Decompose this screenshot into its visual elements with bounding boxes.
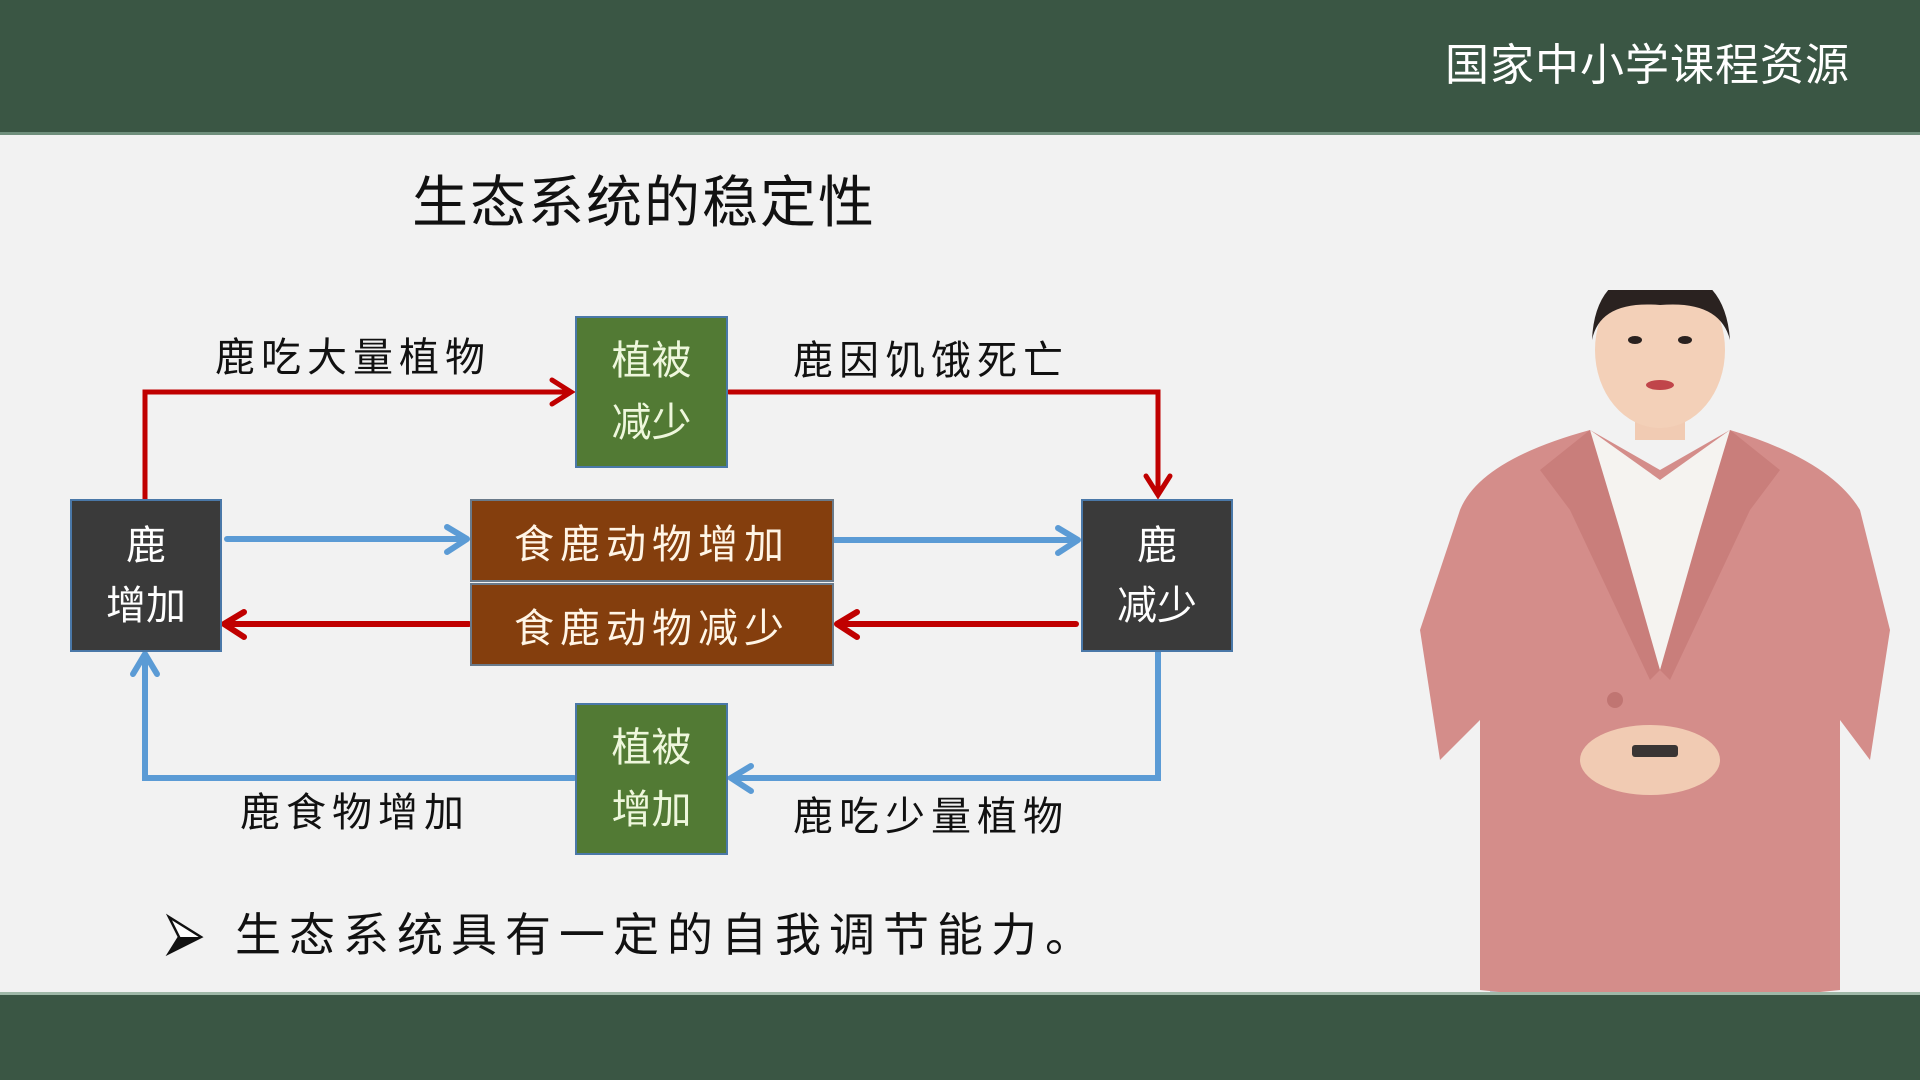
arrow-bullet-icon <box>165 913 204 957</box>
node-vegetation-increase: 植被 增加 <box>575 703 728 855</box>
node-text: 植被 <box>611 725 692 771</box>
edge-label-deer-food-increase: 鹿食物增加 <box>240 790 470 836</box>
footer-bar <box>0 992 1920 1080</box>
blue-arrow-bottom <box>130 648 1161 794</box>
statement-text: 生态系统具有一定的自我调节能力。 <box>235 908 1099 962</box>
face <box>1595 290 1725 428</box>
brand-title: 国家中小学课程资源 <box>1445 40 1850 91</box>
node-text: 食鹿动物增加 <box>514 521 790 568</box>
node-text: 食鹿动物减少 <box>514 605 790 652</box>
conclusion-statement: 生态系统具有一定的自我调节能力。 <box>165 912 1099 958</box>
node-deer-increase: 鹿 增加 <box>70 499 222 652</box>
presenter-figure <box>1420 290 1890 1080</box>
node-text: 鹿 <box>126 522 166 569</box>
node-predators-decrease: 食鹿动物减少 <box>470 583 834 666</box>
shirt <box>1590 430 1730 670</box>
header-bar: 国家中小学课程资源 <box>0 0 1920 135</box>
blue-arrow-middle <box>224 524 1081 556</box>
node-text: 增加 <box>106 582 186 629</box>
edge-label-deer-eat-many-plants: 鹿吃大量植物 <box>215 335 491 381</box>
node-text: 减少 <box>1117 582 1197 629</box>
hair <box>1592 290 1730 340</box>
node-text: 减少 <box>611 400 692 446</box>
edge-label-deer-die-of-hunger: 鹿因饥饿死亡 <box>793 338 1069 384</box>
blazer <box>1420 430 1890 1000</box>
node-text: 增加 <box>611 787 692 833</box>
slide-title: 生态系统的稳定性 <box>412 171 876 236</box>
edge-label-deer-eat-few-plants: 鹿吃少量植物 <box>793 794 1069 840</box>
red-arrow-middle <box>221 609 1079 640</box>
red-arrow-top <box>142 377 1173 502</box>
node-vegetation-decrease: 植被 减少 <box>575 316 728 468</box>
node-predators-increase: 食鹿动物增加 <box>470 499 834 582</box>
node-deer-decrease: 鹿 减少 <box>1081 499 1233 652</box>
node-text: 鹿 <box>1137 522 1177 569</box>
hands <box>1580 725 1720 795</box>
remote-clicker <box>1632 745 1678 757</box>
node-text: 植被 <box>611 338 692 384</box>
